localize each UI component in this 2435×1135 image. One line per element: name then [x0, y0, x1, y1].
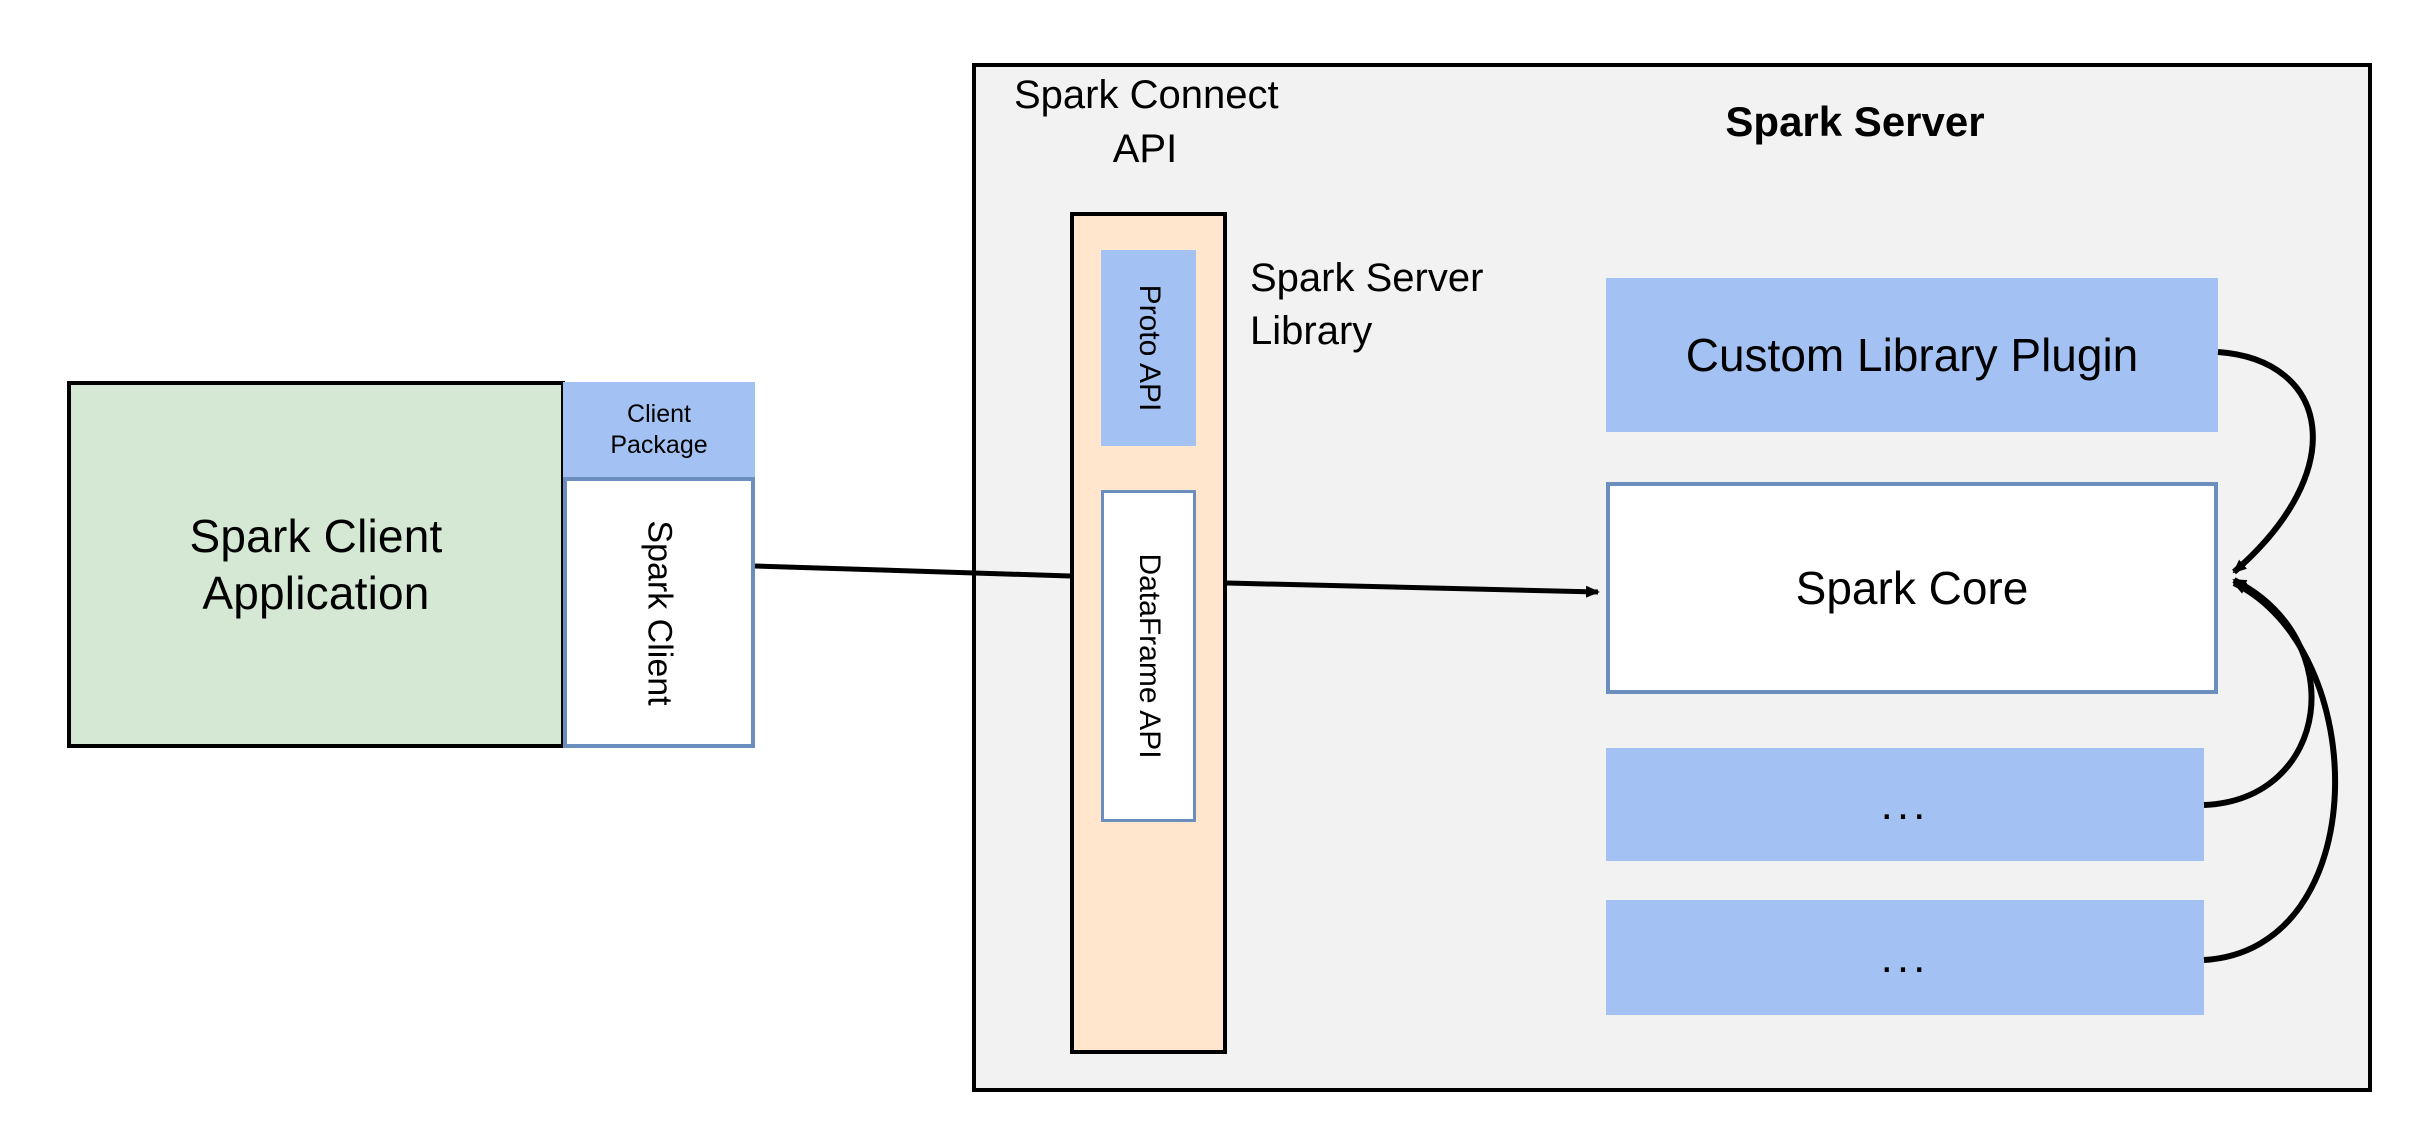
spark-client-application-label: Spark Client Application: [190, 508, 443, 620]
spark-core-label: Spark Core: [1795, 562, 2029, 614]
custom-library-plugin-box[interactable]: Custom Library Plugin: [1606, 278, 2218, 432]
placeholder-component-label-2: ...: [1880, 932, 1930, 982]
client-package-line1: Client: [627, 399, 691, 428]
spark-server-library-line2: Library: [1250, 309, 1373, 354]
dataframe-api-box[interactable]: DataFrame API: [1101, 490, 1196, 822]
spark-connect-api-label: Spark Connect API: [1000, 68, 1290, 176]
spark-connect-api-line2: API: [1112, 127, 1178, 171]
client-package-box[interactable]: Client Package: [563, 382, 755, 478]
spark-client-label: Spark Client: [640, 519, 679, 706]
spark-core-box[interactable]: Spark Core: [1606, 482, 2218, 694]
spark-client-application-box[interactable]: Spark Client Application: [67, 381, 565, 748]
spark-server-title: Spark Server: [1725, 98, 1985, 145]
proto-api-box[interactable]: Proto API: [1101, 250, 1196, 446]
dataframe-api-label: DataFrame API: [1132, 553, 1166, 759]
placeholder-component-box-1[interactable]: ...: [1606, 748, 2204, 861]
spark-server-library-label: Spark Server Library: [1250, 252, 1580, 358]
client-package-label: Client Package: [610, 399, 707, 462]
placeholder-component-label-1: ...: [1880, 779, 1930, 829]
spark-client-application-line2: Application: [202, 566, 430, 619]
proto-api-label: Proto API: [1132, 284, 1166, 412]
placeholder-component-box-2[interactable]: ...: [1606, 900, 2204, 1015]
spark-connect-api-line1: Spark Connect: [1014, 73, 1279, 117]
spark-client-application-line1: Spark Client: [189, 510, 443, 563]
custom-library-plugin-label: Custom Library Plugin: [1685, 329, 2139, 381]
spark-server-library-line1: Spark Server: [1250, 256, 1484, 300]
spark-client-box[interactable]: Spark Client: [563, 477, 755, 748]
client-package-line2: Package: [610, 431, 708, 459]
